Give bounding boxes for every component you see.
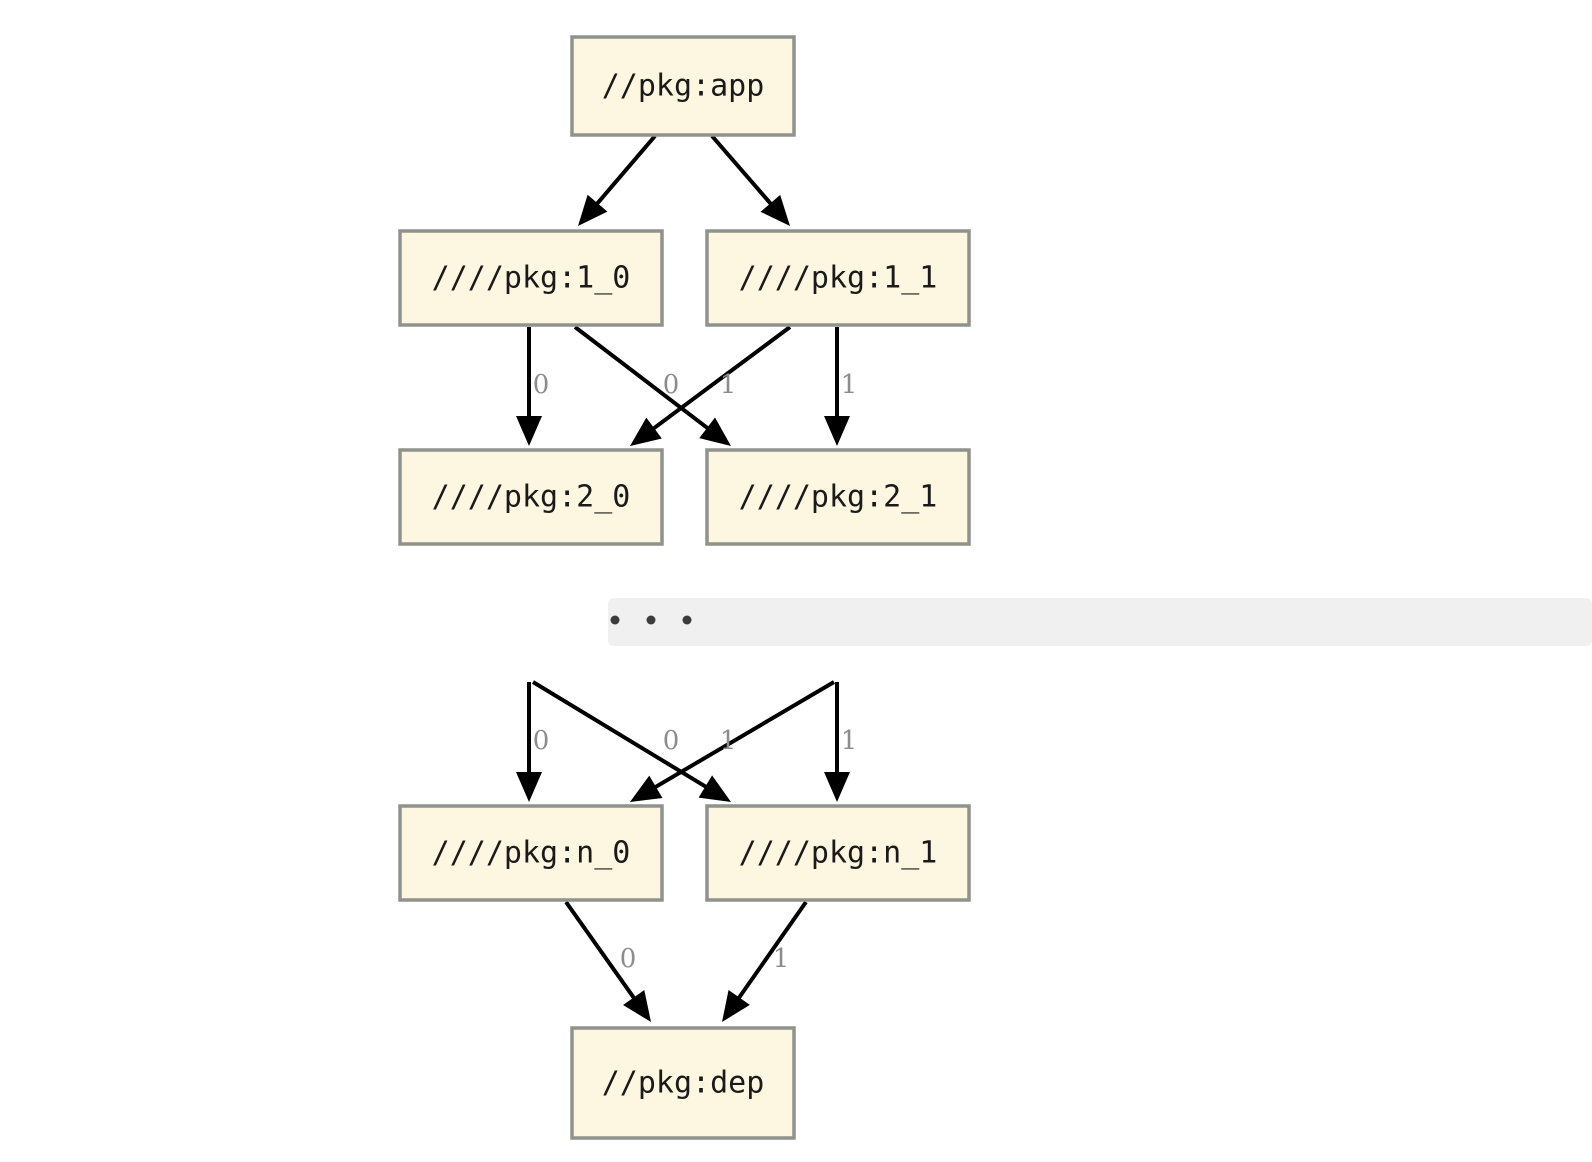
edge-line (649, 680, 836, 792)
edge-line (710, 134, 776, 210)
node-box[interactable] (705, 229, 971, 327)
edges-layer (516, 134, 850, 1022)
edge-label: 0 (533, 726, 550, 756)
ellipsis-dot-2 (682, 615, 692, 625)
edge-arrowhead (516, 772, 542, 802)
edge-arrowhead (722, 989, 750, 1022)
node-label: ////pkg:1_0 (432, 261, 631, 296)
ellipsis-dots (610, 615, 692, 625)
node-box[interactable] (398, 229, 664, 327)
edge-more-to-nn_0 (516, 682, 542, 802)
edge-nn_1-to-dep (722, 900, 808, 1022)
node-nn_0[interactable]: ////pkg:n_0 (398, 804, 664, 902)
node-box[interactable] (570, 35, 796, 137)
edge-nn_0-to-dep (564, 900, 651, 1022)
nodes-layer: //pkg:app ////pkg:1_0 ////pkg:1_1 ////pkg:2… (398, 35, 971, 1140)
ellipsis-dot-0 (610, 615, 620, 625)
edge-arrowhead (578, 194, 608, 226)
node-label: ////pkg:2_0 (432, 480, 631, 515)
node-n2_1[interactable]: ////pkg:2_1 (705, 448, 971, 546)
node-app[interactable]: //pkg:app (570, 35, 796, 137)
edge-arrowhead (623, 990, 651, 1022)
edge-arrowhead (630, 417, 662, 446)
edge-arrowhead (698, 775, 731, 802)
node-label: ////pkg:1_1 (739, 261, 938, 296)
edge-n1_1-to-n2_1 (824, 327, 850, 446)
edge-n1_0-to-n2_0 (516, 327, 542, 446)
edge-arrowhead (760, 194, 790, 226)
edge-line (573, 325, 714, 434)
edge-label: 0 (663, 726, 680, 756)
edge-line (648, 325, 792, 434)
edge-arrowhead (516, 416, 542, 446)
node-dep[interactable]: //pkg:dep (570, 1026, 796, 1140)
edge-label: 1 (841, 370, 858, 400)
node-label: //pkg:app (602, 69, 765, 104)
node-box[interactable] (705, 804, 971, 902)
edge-app-to-n1_1 (710, 134, 790, 226)
edge-label: 0 (663, 370, 680, 400)
node-n1_0[interactable]: ////pkg:1_0 (398, 229, 664, 327)
edge-label: 1 (720, 726, 737, 756)
edge-label: 1 (841, 726, 858, 756)
node-box[interactable] (398, 804, 664, 902)
node-label: ////pkg:2_1 (739, 480, 938, 515)
edge-more-to-nn_1 (824, 682, 850, 802)
node-n2_0[interactable]: ////pkg:2_0 (398, 448, 664, 546)
edge-arrowhead (699, 417, 731, 446)
ellipsis-band (608, 598, 1592, 646)
edge-more-to-nn_0 (630, 680, 836, 802)
edge-label: 0 (620, 944, 637, 974)
ellipsis-dot-1 (646, 615, 656, 625)
edge-line (531, 680, 712, 792)
edge-label: 0 (533, 370, 550, 400)
node-nn_1[interactable]: ////pkg:n_1 (705, 804, 971, 902)
edge-n1_1-to-n2_0 (630, 325, 792, 446)
edge-arrowhead (630, 775, 663, 802)
node-box[interactable] (570, 1026, 796, 1140)
edge-line (564, 900, 639, 1004)
node-box[interactable] (398, 448, 664, 546)
edge-labels-layer: 0 0 1 1 0 0 1 1 0 1 (533, 370, 858, 974)
node-label: ////pkg:n_1 (739, 836, 938, 871)
edge-more-to-nn_1 (531, 680, 731, 802)
ellipsis-group (608, 598, 1592, 646)
node-n1_1[interactable]: ////pkg:1_1 (705, 229, 971, 327)
edge-label: 1 (773, 944, 790, 974)
edge-line (592, 134, 657, 210)
edge-label: 1 (720, 370, 737, 400)
edge-line (734, 900, 808, 1004)
node-label: ////pkg:n_0 (432, 836, 631, 871)
edge-arrowhead (824, 416, 850, 446)
edge-arrowhead (824, 772, 850, 802)
edge-n1_0-to-n2_1 (573, 325, 731, 446)
node-label: //pkg:dep (602, 1066, 765, 1101)
edge-app-to-n1_0 (578, 134, 657, 226)
node-box[interactable] (705, 448, 971, 546)
